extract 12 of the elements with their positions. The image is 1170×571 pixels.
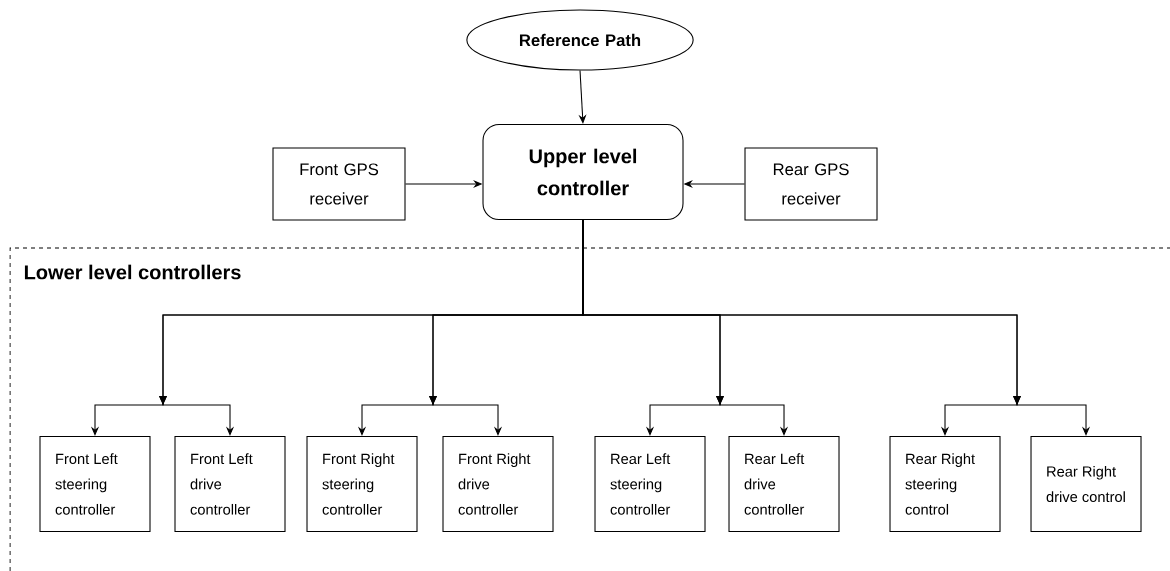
controller-box: Rear Right drive control bbox=[1030, 435, 1142, 533]
controller-box: Front Right drive controller bbox=[442, 435, 554, 533]
controller-box: Front Right steering controller bbox=[306, 435, 418, 533]
controller-box: Front Left steering controller bbox=[39, 435, 151, 533]
receiver-box: Front GPS receiver bbox=[272, 147, 406, 221]
controller-box: Rear Left steering controller bbox=[594, 435, 706, 533]
controller-box: Front Left drive controller bbox=[174, 435, 286, 533]
controller-box: Rear Right steering control bbox=[889, 435, 1001, 533]
controller-box: Upper level controller bbox=[482, 123, 684, 221]
receiver-box: Rear GPS receiver bbox=[744, 147, 878, 221]
region-heading: Lower level controllers bbox=[24, 264, 241, 280]
controller-box: Rear Left drive controller bbox=[728, 435, 840, 533]
